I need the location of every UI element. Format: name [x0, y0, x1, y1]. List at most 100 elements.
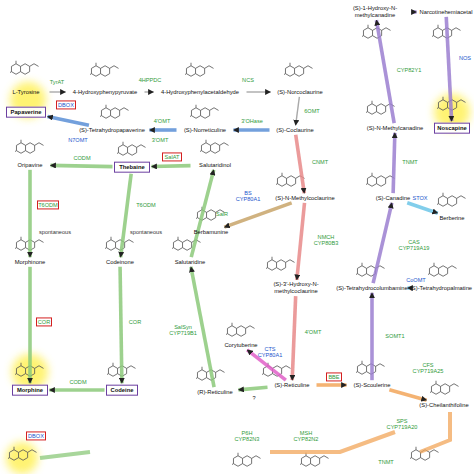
compound-name: (S)-N-Methylcoclaurine: [272, 195, 338, 202]
pathway-arrow: [412, 10, 417, 14]
pathway-arrow: [446, 17, 451, 121]
enzyme-label: 4'OMT: [152, 118, 172, 124]
enzyme-label: CNMT: [310, 159, 330, 165]
compound-node: (S)-N-Methylcoclaurine: [272, 195, 338, 202]
product-box: Papaverine: [6, 107, 46, 118]
compound-node: (S)-Norcoclaurine: [272, 89, 328, 96]
compound-name: (S)-1-Hydroxy-N-methylcanadine: [340, 5, 410, 18]
enzyme-label: 3'OHase: [239, 118, 265, 124]
enzyme-label: STOX: [411, 195, 429, 201]
compound-node: 4-Hydroxyphenylacetaldehyde: [155, 89, 245, 96]
enzyme-note: spontaneous: [37, 229, 73, 235]
compound-node: (S)-Norreticuline: [178, 127, 232, 134]
enzyme-label: COR: [127, 319, 143, 325]
enzyme-label: CODM: [68, 379, 88, 385]
compound-node: (S)-Tetrahydropapaverine: [76, 127, 148, 134]
compound-name: (S)-Tetrahydrocolumbamine: [334, 285, 410, 292]
pathway-arrow: [247, 91, 271, 92]
highlight-glow: [6, 82, 470, 474]
compound-name: 4-Hydroxyphenylacetaldehyde: [155, 89, 245, 96]
compound-name: Oripavine: [11, 162, 49, 169]
enzyme-label: CFS CYP719A25: [411, 362, 445, 374]
pathway-arrow: [50, 388, 105, 392]
compound-name: L-Tyrosine: [4, 89, 48, 96]
compound-name: (S)-Reticuline: [269, 382, 315, 389]
pathway-band: [40, 412, 450, 458]
enzyme-note: P6H CYP82N3: [232, 430, 262, 442]
product-box: Codeine: [106, 385, 138, 396]
compound-name: (R)-Reticuline: [193, 389, 237, 396]
compound-name: (S)-Norcoclaurine: [272, 89, 328, 96]
enzyme-label: NMCH CYP80B3: [311, 234, 341, 246]
pathway-arrow: [370, 293, 374, 380]
compound-node: (S)-Reticuline: [269, 382, 315, 389]
enzyme-label: TyrAT: [47, 79, 67, 85]
pathway-arrow: [120, 267, 122, 383]
enzyme-label: NOS: [457, 55, 473, 61]
compound-name: Narcotinehemiacetal: [418, 9, 474, 16]
pathway-arrow: [191, 170, 214, 257]
pathway-arrow: [51, 165, 113, 166]
compound-name: Corytuberine: [221, 342, 261, 349]
enzyme-label: BBE: [326, 372, 342, 381]
pathway-arrow: [373, 203, 392, 283]
compound-name: (S)-Tetrahydropalmatine: [409, 285, 473, 292]
compound-name: Morphine: [13, 387, 47, 394]
compound-node: (S)-1-Hydroxy-N-methylcanadine: [340, 5, 410, 18]
pathway-arrow: [145, 91, 154, 92]
enzyme-label: SalAT: [162, 152, 182, 161]
enzyme-label: 6OMT: [302, 108, 322, 114]
pathway-arrow: [28, 170, 32, 257]
product-box: Morphine: [12, 385, 48, 396]
enzyme-label: COR: [36, 317, 52, 326]
compound-node: (S)-Tetrahydrocolumbamine: [334, 285, 410, 292]
pathway-arrow: [152, 164, 191, 169]
compound-name: Salutaridinol: [192, 162, 238, 169]
enzyme-note: DBOX: [26, 431, 46, 440]
enzyme-label: CoOMT: [405, 277, 427, 283]
enzyme-label: DBOX: [56, 100, 76, 109]
enzyme-label: SalR: [214, 211, 230, 217]
compound-node: Salutaridine: [168, 259, 212, 266]
compound-name: Papaverine: [7, 109, 45, 116]
pathway-arrow: [239, 387, 268, 390]
pathway-arrow: [121, 174, 132, 257]
compound-name: Morphinone: [10, 259, 50, 266]
compound-name: Codeine: [107, 387, 137, 394]
pathway-arrow: [296, 135, 305, 193]
compound-node: (S)-3'-Hydroxy-N-methylcoclaurine: [266, 281, 326, 294]
compound-node: L-Tyrosine: [4, 89, 48, 96]
compound-node: (S)-Tetrahydropalmatine: [409, 285, 473, 292]
enzyme-note: TNMT: [376, 459, 396, 465]
pathway-arrow: [317, 383, 347, 387]
compound-node: (S)-Canadine: [372, 195, 414, 202]
pathway-arrow: [296, 97, 300, 125]
compound-name: Berbamunine: [189, 229, 233, 236]
compound-node: Oripavine: [11, 162, 49, 169]
molecule-structure: [7, 25, 466, 467]
compound-node: Berberine: [434, 215, 470, 222]
enzyme-label: CTS CYP80A1: [256, 346, 284, 358]
pathway-arrow: [191, 267, 214, 387]
compound-name: Codeinone: [102, 259, 138, 266]
pathway-arrow: [150, 128, 177, 132]
enzyme-label: SOMT1: [384, 333, 406, 339]
enzyme-label: CYP82Y1: [395, 67, 423, 73]
compound-name: (S)-Canadine: [372, 195, 414, 202]
compound-name: Thebaine: [115, 164, 149, 171]
compound-node: Berbamunine: [189, 229, 233, 236]
enzyme-note: MSH CYP82N2: [291, 430, 321, 442]
product-box: Thebaine: [114, 162, 150, 173]
enzyme-label: TNMT: [400, 159, 420, 165]
compound-node: (R)-Reticuline: [193, 389, 237, 396]
pathway-arrow: [224, 203, 291, 227]
enzyme-note: N7OMT: [66, 137, 90, 143]
compound-name: Berberine: [434, 215, 470, 222]
enzyme-note: spontaneous: [128, 229, 164, 235]
compound-node: 4-Hydroxyphenypyruvate: [67, 89, 143, 96]
product-box: Noscapine: [434, 123, 470, 134]
enzyme-label: SalSyn CYP719B1: [166, 324, 200, 336]
compound-name: (S)-3'-Hydroxy-N-methylcoclaurine: [266, 281, 326, 294]
enzyme-label: CAS CYP719A19: [398, 239, 430, 251]
compound-name: (S)-Tetrahydropapaverine: [76, 127, 148, 134]
